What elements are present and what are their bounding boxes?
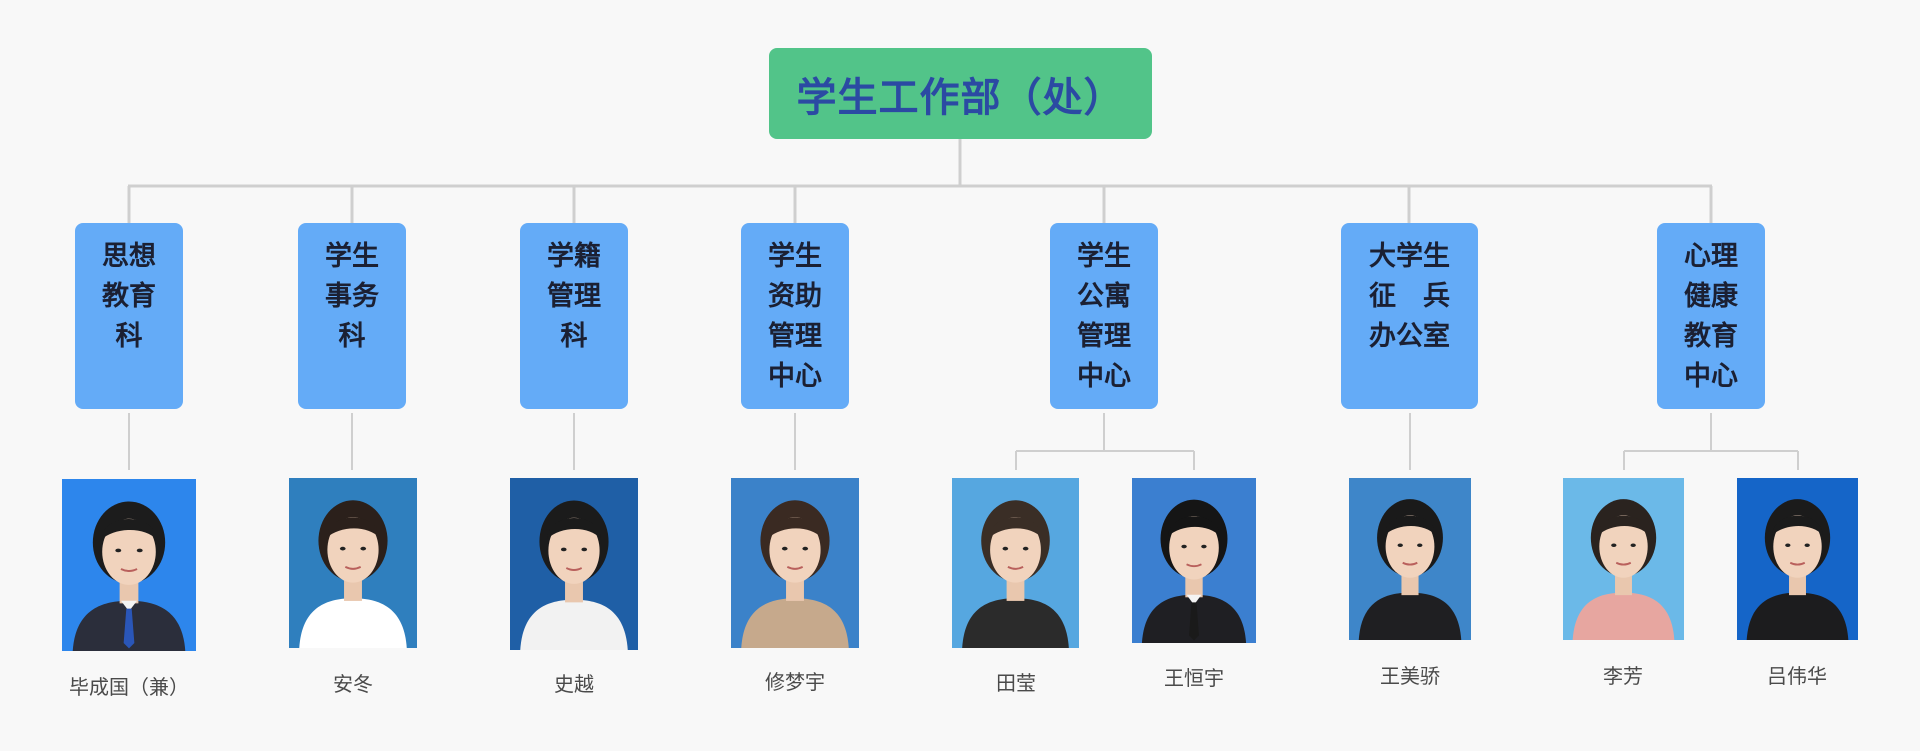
person-photo bbox=[1349, 478, 1471, 640]
person-name: 吕伟华 bbox=[1767, 664, 1827, 688]
person-name: 安冬 bbox=[333, 672, 373, 696]
person-name: 田莹 bbox=[996, 671, 1036, 695]
person-photo bbox=[952, 478, 1079, 648]
dept-financial-aid: 学生 资助 管理 中心 bbox=[741, 223, 849, 409]
person-photo bbox=[1737, 478, 1858, 640]
person-photo bbox=[289, 478, 417, 648]
portrait-illustration bbox=[1563, 478, 1684, 640]
dept-ideology-education: 思想 教育 科 bbox=[75, 223, 183, 409]
dept-label: 学籍 管理 科 bbox=[547, 241, 601, 352]
portrait-illustration bbox=[952, 478, 1079, 648]
dept-label: 学生 资助 管理 中心 bbox=[768, 241, 822, 392]
person-name: 毕成国（兼） bbox=[69, 675, 189, 699]
dept-dormitory: 学生 公寓 管理 中心 bbox=[1050, 223, 1158, 409]
dept-student-status: 学籍 管理 科 bbox=[520, 223, 628, 409]
person-photo bbox=[1132, 478, 1256, 643]
portrait-illustration bbox=[289, 478, 417, 648]
person-photo bbox=[510, 478, 638, 650]
portrait-illustration bbox=[1132, 478, 1256, 643]
dept-conscription-office: 大学生 征 兵 办公室 bbox=[1341, 223, 1478, 409]
person-name: 史越 bbox=[554, 672, 594, 696]
dept-student-affairs: 学生 事务 科 bbox=[298, 223, 406, 409]
person-photo bbox=[62, 479, 196, 651]
portrait-illustration bbox=[1349, 478, 1471, 640]
portrait-illustration bbox=[1737, 478, 1858, 640]
person-photo bbox=[731, 478, 859, 648]
person-name: 修梦宇 bbox=[765, 670, 825, 694]
person-photo bbox=[1563, 478, 1684, 640]
portrait-illustration bbox=[510, 478, 638, 650]
portrait-illustration bbox=[62, 479, 196, 651]
person-name: 王美骄 bbox=[1380, 664, 1440, 688]
dept-label: 学生 公寓 管理 中心 bbox=[1077, 241, 1131, 392]
person-name: 王恒宇 bbox=[1164, 666, 1224, 690]
dept-mental-health: 心理 健康 教育 中心 bbox=[1657, 223, 1765, 409]
root-title: 学生工作部（处） bbox=[796, 74, 1125, 121]
dept-label: 学生 事务 科 bbox=[325, 241, 379, 352]
root-node: 学生工作部（处） bbox=[769, 48, 1152, 139]
person-name: 李芳 bbox=[1603, 664, 1643, 688]
portrait-illustration bbox=[731, 478, 859, 648]
dept-label: 心理 健康 教育 中心 bbox=[1684, 241, 1738, 392]
dept-label: 大学生 征 兵 办公室 bbox=[1369, 241, 1450, 352]
dept-label: 思想 教育 科 bbox=[102, 241, 156, 352]
